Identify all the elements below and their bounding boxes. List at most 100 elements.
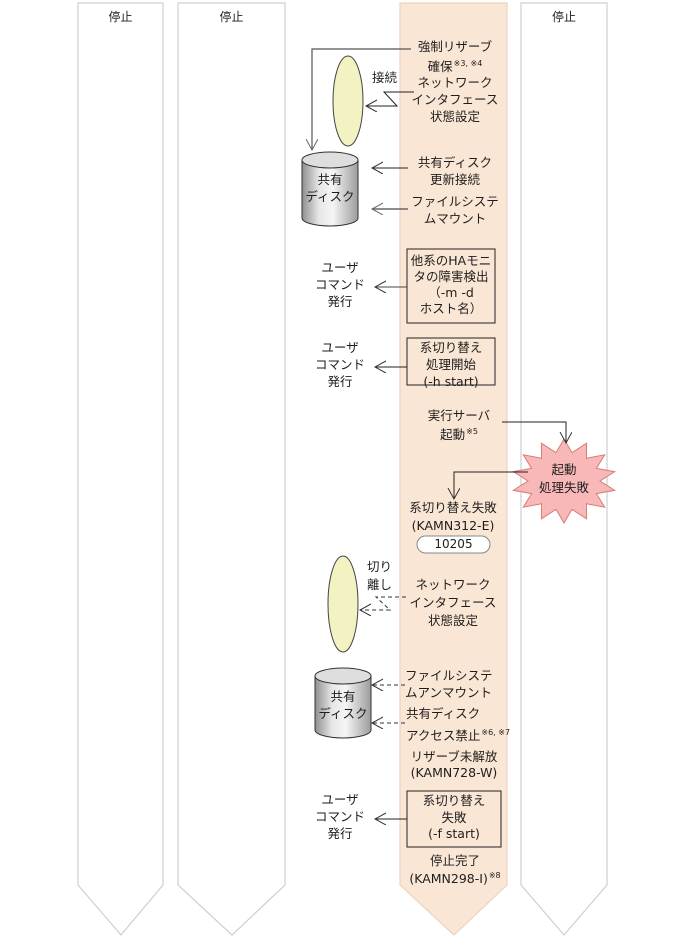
footnote-ref: ※5 xyxy=(466,427,478,436)
lane-4-header: 停止 xyxy=(551,10,576,24)
step-line: ムアンマウント xyxy=(405,685,493,700)
step-line: ホスト名） xyxy=(419,301,483,316)
step-line: (-h start) xyxy=(423,374,479,389)
step-line: アクセス禁止 xyxy=(406,728,481,743)
error-code-pill xyxy=(416,535,491,554)
arrow-burst-to-switch-failed xyxy=(454,471,528,499)
step-shared-disk-update: 共有ディスク 更新接続 xyxy=(395,154,515,188)
step-line: リザーブ未解放 xyxy=(410,749,498,764)
shared-disk-top-label: 共有 ディスク xyxy=(300,171,360,205)
step-line: 更新接続 xyxy=(429,172,480,187)
step-line: 共有ディスク xyxy=(406,706,481,721)
step-reserve-unreleased: リザーブ未解放 (KAMN728-W) xyxy=(394,749,514,781)
lane-2 xyxy=(177,2,286,936)
label-line: ユーザ xyxy=(321,792,359,807)
arrow-exec-server-to-burst xyxy=(502,421,566,443)
step-line: 実行サーバ xyxy=(427,408,491,423)
step-ha-monitor-detect: 他系のHAモニ タの障害検出 （-m -d ホスト名） xyxy=(407,253,495,317)
step-line: 状態設定 xyxy=(427,613,478,628)
arrow-network-disconnect xyxy=(360,596,406,610)
step-network-set-disconnect: ネットワーク インタフェース 状態設定 xyxy=(393,576,513,630)
label-line: ユーザ xyxy=(321,340,359,355)
step-line-with-note: (KAMN298-I)※8 xyxy=(395,868,515,886)
start-failure-label: 起動 処理失敗 xyxy=(524,461,604,497)
step-line: （-m -d xyxy=(428,285,474,300)
step-fs-mount: ファイルシステ ムマウント xyxy=(395,193,515,227)
label-line: 発行 xyxy=(327,294,353,309)
step-switch-start: 系切り替え 処理開始 (-h start) xyxy=(407,339,495,390)
message-id: (KAMN728-W) xyxy=(410,765,498,780)
device-line: ディスク xyxy=(318,706,368,721)
step-line: 状態設定 xyxy=(429,109,480,124)
step-line: 系切り替え xyxy=(422,793,486,808)
label-line: コマンド xyxy=(314,357,365,372)
step-line: 他系のHAモニ xyxy=(410,253,492,268)
step-line: 失敗 xyxy=(441,809,467,825)
step-line: ファイルシステ xyxy=(411,194,499,209)
step-network-set-connect: ネットワーク インタフェース 状態設定 xyxy=(395,74,515,125)
switch-fail-cmd-box xyxy=(406,790,502,848)
step-line: 停止完了 xyxy=(429,853,480,868)
shared-disk-bottom-label: 共有 ディスク xyxy=(313,688,373,722)
label-line: コマンド xyxy=(314,809,365,824)
step-line: 系切り替え失敗 xyxy=(409,500,497,515)
step-line: ネットワーク xyxy=(415,577,491,592)
step-switch-fail-cmd: 系切り替え 失敗 (-f start) xyxy=(407,793,501,843)
label-line: 切り xyxy=(367,559,393,574)
step-forced-reserve: 強制リザーブ 確保※3, ※4 xyxy=(395,38,515,75)
step-line: インタフェース xyxy=(411,92,499,107)
message-id: (KAMN312-E) xyxy=(411,518,495,533)
step-line: 起動 xyxy=(440,427,466,442)
step-line: タの障害検出 xyxy=(413,269,489,284)
step-line: 系切り替え xyxy=(419,340,483,355)
step-line: 処理開始 xyxy=(425,357,476,372)
label-line: 離し xyxy=(367,577,393,592)
footnote-ref: ※8 xyxy=(488,871,501,880)
ha-monitor-detect-box xyxy=(406,248,496,324)
message-id: (KAMN298-I) xyxy=(409,871,488,886)
step-stop-complete: 停止完了 (KAMN298-I)※8 xyxy=(395,853,515,886)
network-icon-top xyxy=(332,55,364,147)
footnote-ref: ※6, ※7 xyxy=(481,728,511,737)
step-switch-failed: 系切り替え失敗 (KAMN312-E) xyxy=(393,499,513,535)
footnote-ref: ※3, ※4 xyxy=(453,59,483,68)
step-line: インタフェース xyxy=(409,595,497,610)
lane-1 xyxy=(77,2,164,936)
lane-2-header: 停止 xyxy=(219,10,244,24)
step-shared-disk-block: 共有ディスク アクセス禁止※6, ※7 xyxy=(406,704,510,745)
disconnect-label: 切り 離し xyxy=(367,558,392,594)
arrow-network-connect xyxy=(366,91,414,106)
step-exec-server-start: 実行サーバ 起動※5 xyxy=(400,408,518,443)
burst-line: 起動 xyxy=(551,462,577,477)
label-line: ユーザ xyxy=(321,260,359,275)
user-command-issue-1: ユーザ コマンド 発行 xyxy=(308,259,372,310)
error-code: 10205 xyxy=(434,537,473,551)
lane-3-active xyxy=(399,2,508,936)
arrow-forced-reserve-to-disk xyxy=(312,48,411,150)
shared-disk-icon-top xyxy=(301,151,359,227)
label-line: 発行 xyxy=(327,374,353,389)
step-line: ムマウント xyxy=(423,211,487,226)
label-line: コマンド xyxy=(314,277,365,292)
start-failure-burst xyxy=(511,438,617,524)
step-line: (-f start) xyxy=(428,826,480,841)
step-line-with-note: 起動※5 xyxy=(400,424,518,443)
step-line-with-note: 確保※3, ※4 xyxy=(395,55,515,75)
step-line: ネットワーク xyxy=(417,75,493,90)
shared-disk-icon-bottom xyxy=(314,667,372,739)
device-line: 共有 xyxy=(330,689,356,704)
lane-1-header: 停止 xyxy=(108,10,133,24)
user-command-issue-3: ユーザ コマンド 発行 xyxy=(308,791,372,842)
step-line: ファイルシステ xyxy=(405,668,493,683)
switch-start-box xyxy=(406,337,496,386)
step-fs-unmount: ファイルシステ ムアンマウント xyxy=(405,667,493,701)
device-line: 共有 xyxy=(317,172,343,187)
device-line: ディスク xyxy=(305,189,355,204)
step-line: 共有ディスク xyxy=(417,155,493,170)
network-icon-bottom xyxy=(327,555,359,653)
label-line: 発行 xyxy=(327,826,353,841)
step-line: 強制リザーブ xyxy=(417,39,493,54)
connect-label: 接続 xyxy=(372,69,397,86)
step-line: 確保 xyxy=(427,59,453,74)
